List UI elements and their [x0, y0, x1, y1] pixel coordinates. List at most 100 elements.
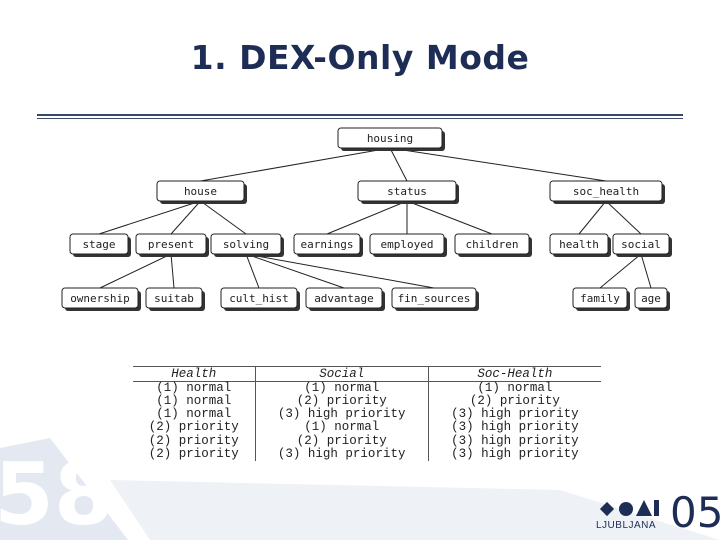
tree-node: children: [454, 233, 532, 257]
tree-node-label: stage: [82, 238, 115, 251]
tree-edge: [170, 200, 201, 235]
table-cell: (1) normal: [427, 381, 601, 395]
table-cell: (2) priority: [254, 434, 429, 448]
tree-node: advantage: [305, 287, 385, 311]
table-cell: (2) priority: [148, 433, 239, 448]
table-row: (1) normal (1) normal (1) normal: [133, 381, 601, 395]
title-divider-thin: [37, 118, 683, 119]
tree-node: status: [357, 180, 459, 204]
table-header: Health: [133, 366, 256, 382]
table-cell: (2) priority: [254, 395, 429, 409]
conference-logo: [599, 500, 659, 517]
tree-node-label: solving: [223, 238, 269, 251]
tree-node-box: [337, 127, 443, 149]
tree-edge: [599, 253, 642, 289]
decorative-background: [0, 438, 720, 540]
logo-city: LJUBLJANA: [596, 520, 657, 531]
tree-edge: [200, 147, 391, 182]
tree-node: house: [156, 180, 247, 204]
tree-node-label: employed: [381, 238, 434, 251]
tree-node-label: social: [621, 238, 661, 251]
tree-node-label: cult_hist: [229, 292, 289, 305]
tree-node-box: [369, 233, 445, 255]
aggregation-table: Health Social Soc-Health (1) normal (1) …: [133, 366, 601, 461]
tree-node-label: house: [184, 185, 217, 198]
tree-node-label: present: [148, 238, 194, 251]
tree-edge: [578, 200, 607, 235]
tree-node: present: [135, 233, 209, 257]
tree-node-box: [156, 180, 245, 202]
tree-node-label: advantage: [314, 292, 374, 305]
tree-node: earnings: [293, 233, 363, 257]
tree-node: family: [572, 287, 630, 311]
tree-node-label: housing: [367, 132, 413, 145]
tree-node-box: [145, 287, 203, 309]
tree-node: housing: [337, 127, 445, 151]
tree-node: age: [634, 287, 670, 311]
tree-edge: [640, 253, 652, 289]
tree-node-label: family: [580, 292, 620, 305]
slide-title: 1. DEX-Only Mode: [190, 38, 530, 77]
tree-node-box: [293, 233, 361, 255]
table-cell: (3) high priority: [254, 447, 429, 461]
tree-edge: [245, 253, 345, 289]
tree-node: solving: [210, 233, 284, 257]
tree-node: stage: [69, 233, 131, 257]
tree-node-box: [135, 233, 207, 255]
tree-node-box: [634, 287, 668, 309]
tree-node: soc_health: [549, 180, 665, 204]
tree-node-box: [612, 233, 670, 255]
tree-node-box: [549, 180, 663, 202]
table-cell: (3) high priority: [427, 408, 601, 422]
tree-node: social: [612, 233, 672, 257]
tree-node-box: [391, 287, 477, 309]
tree-edge: [389, 147, 408, 182]
tree-edge: [245, 253, 260, 289]
tree-edge: [389, 147, 607, 182]
slide-number: 58: [0, 445, 114, 540]
tree-edge: [200, 200, 247, 235]
tree-node-label: suitab: [154, 292, 194, 305]
tree-node-box: [69, 233, 129, 255]
tree-edge: [98, 200, 201, 235]
tree-node: cult_hist: [220, 287, 300, 311]
table-header: Soc-Health: [427, 366, 601, 382]
tree-edge: [170, 253, 175, 289]
tree-node-box: [357, 180, 457, 202]
tree-edge: [406, 200, 493, 235]
table-cell: (2) priority: [427, 395, 601, 409]
logo-year: 05: [670, 488, 720, 537]
table-cell: (3) high priority: [427, 447, 601, 461]
tree-node-box: [572, 287, 628, 309]
table-cell: (1) normal: [156, 407, 232, 422]
tree-edge: [326, 200, 408, 235]
tree-node-box: [210, 233, 282, 255]
table-row: (2) priority (3) high priority (3) high …: [133, 446, 601, 461]
table-cell: (1) normal: [156, 394, 232, 409]
tree-node-label: ownership: [70, 292, 130, 305]
tree-node-label: children: [466, 238, 519, 251]
tree-node: health: [549, 233, 611, 257]
tree-node: suitab: [145, 287, 205, 311]
title-divider: [37, 114, 683, 116]
tree-node-box: [61, 287, 139, 309]
tree-node-label: health: [559, 238, 599, 251]
table-row: (1) normal (3) high priority (3) high pr…: [133, 407, 601, 422]
table-row: (2) priority (2) priority (3) high prior…: [133, 433, 601, 448]
tree-edge: [99, 253, 172, 289]
table-header: Social: [254, 366, 429, 382]
table-cell: (1) normal: [254, 421, 429, 435]
table-cell: (3) high priority: [254, 408, 429, 422]
table-cell: (2) priority: [148, 446, 239, 461]
tree-node: ownership: [61, 287, 141, 311]
table-cell: (3) high priority: [427, 421, 601, 435]
tree-node-box: [549, 233, 609, 255]
tree-edge: [245, 253, 435, 289]
tree-node: employed: [369, 233, 447, 257]
tree-node: fin_sources: [391, 287, 479, 311]
table-cell: (2) priority: [148, 420, 239, 435]
tree-node-label: earnings: [301, 238, 354, 251]
tree-node-box: [220, 287, 298, 309]
tree-node-box: [305, 287, 383, 309]
